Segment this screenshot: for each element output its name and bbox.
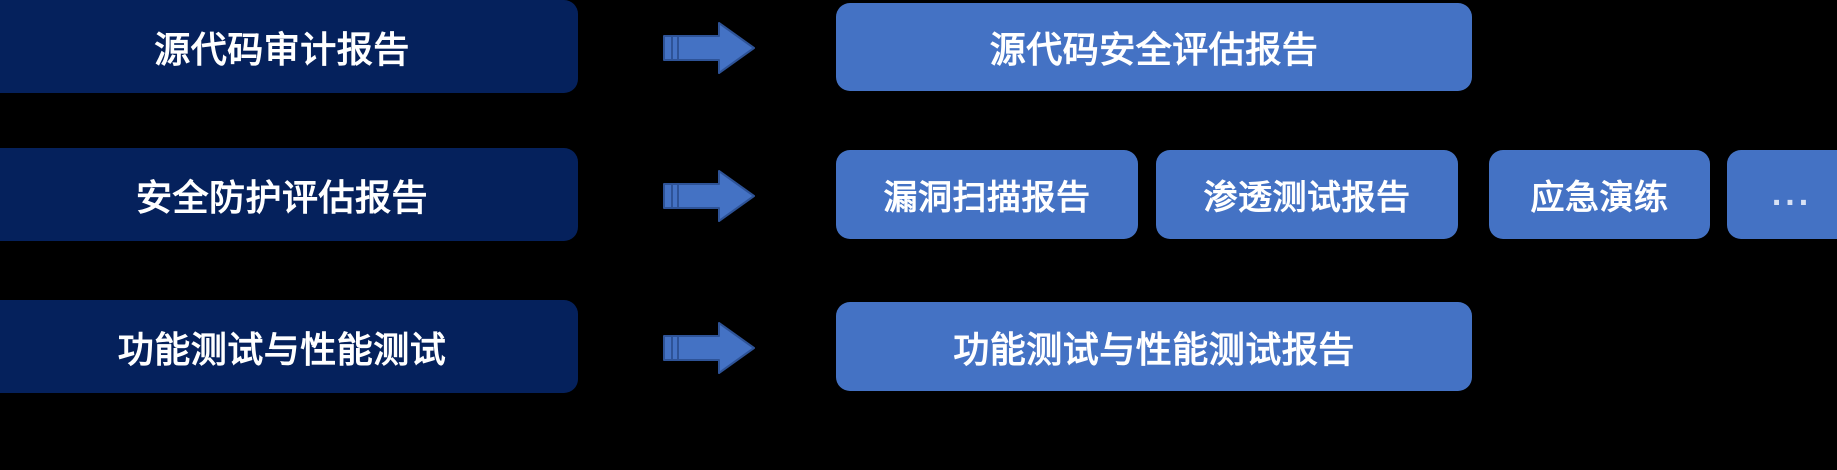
source-box-functional-performance-test[interactable]: 功能测试与性能测试: [0, 300, 578, 393]
arrow-right-icon: [663, 22, 755, 74]
target-box-label: 功能测试与性能测试报告: [953, 328, 1355, 370]
target-box-functional-performance-test-report[interactable]: 功能测试与性能测试报告: [836, 302, 1472, 391]
target-box-more[interactable]: ...: [1727, 150, 1837, 239]
diagram-row-1: 源代码审计报告 源代码安全评估报告: [0, 0, 1837, 110]
source-box-label: 安全防护评估报告: [135, 176, 428, 218]
diagram-row-2: 安全防护评估报告 漏洞扫描报告 渗透测试报告 应急演练 ...: [0, 148, 1837, 258]
flow-arrow-right-1: [663, 22, 755, 74]
source-box-label: 源代码审计报告: [154, 28, 410, 70]
target-box-emergency-drill[interactable]: 应急演练: [1489, 150, 1710, 239]
diagram-row-3: 功能测试与性能测试 功能测试与性能测试报告: [0, 300, 1837, 410]
source-box-label: 功能测试与性能测试: [117, 328, 447, 370]
target-box-label: 应急演练: [1530, 179, 1669, 217]
source-box-source-code-audit[interactable]: 源代码审计报告: [0, 0, 578, 93]
arrow-right-icon: [663, 170, 755, 222]
target-box-source-code-security-assessment[interactable]: 源代码安全评估报告: [836, 3, 1472, 91]
arrow-right-icon: [663, 322, 755, 374]
source-box-security-protection-assessment[interactable]: 安全防护评估报告: [0, 148, 578, 241]
target-box-penetration-test[interactable]: 渗透测试报告: [1156, 150, 1458, 239]
flow-arrow-right-2: [663, 170, 755, 222]
target-box-label: 漏洞扫描报告: [883, 179, 1091, 217]
target-box-vulnerability-scan[interactable]: 漏洞扫描报告: [836, 150, 1138, 239]
flow-arrow-right-3: [663, 322, 755, 374]
target-box-label: ...: [1771, 175, 1813, 213]
target-box-label: 渗透测试报告: [1203, 179, 1411, 217]
target-box-label: 源代码安全评估报告: [989, 29, 1319, 70]
